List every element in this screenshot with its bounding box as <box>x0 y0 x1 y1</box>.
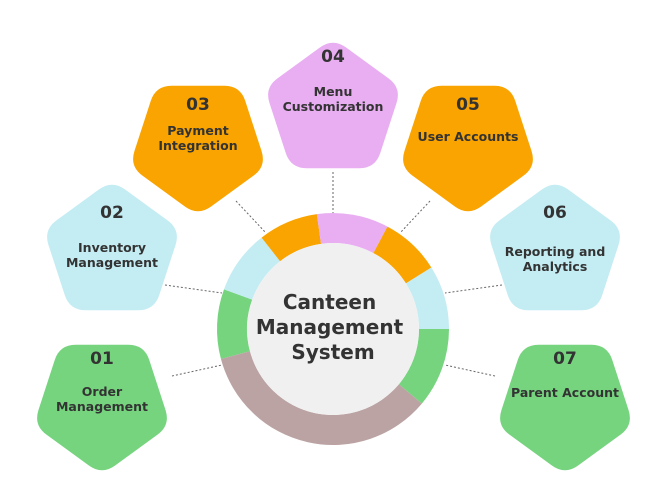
ring-segment <box>373 226 432 284</box>
module-label-line: Management <box>66 255 158 270</box>
ring-segment <box>223 237 281 300</box>
connector-line <box>444 364 496 377</box>
connector-line <box>164 284 223 294</box>
module-label-line: User Accounts <box>418 129 519 144</box>
module-label-line: Menu <box>314 84 353 99</box>
hub-ring <box>217 213 449 445</box>
module-label-line: Reporting and <box>505 244 606 259</box>
module-pentagon <box>500 344 630 471</box>
ring-segment <box>398 329 449 404</box>
hub-title-line: Canteen <box>283 290 376 314</box>
module-pentagon <box>490 184 620 311</box>
ring-segment <box>217 289 253 360</box>
ring-segment <box>316 213 388 254</box>
connector-line <box>235 200 267 234</box>
module-label-line: Inventory <box>78 240 146 255</box>
hub-title: Canteen Management System <box>256 290 410 364</box>
module-pentagon <box>37 344 167 471</box>
module-pentagon <box>268 42 398 169</box>
module-number: 04 <box>321 47 345 67</box>
connector-line <box>399 200 431 234</box>
hub-title-line: System <box>291 340 374 364</box>
module-label-line: Analytics <box>523 259 588 274</box>
module-number: 03 <box>186 95 210 115</box>
module-pentagon <box>47 184 177 311</box>
connector-line <box>171 364 223 377</box>
module-label-line: Management <box>56 399 148 414</box>
module-number: 06 <box>543 203 567 223</box>
ring-segment <box>261 214 322 262</box>
module-label-line: Parent Account <box>511 385 619 400</box>
hub: Canteen Management System <box>247 243 419 415</box>
module-number: 05 <box>456 95 480 115</box>
connectors <box>164 172 503 377</box>
module-label-line: Integration <box>158 138 237 153</box>
module-label-line: Payment <box>167 123 228 138</box>
hub-circle <box>247 243 419 415</box>
module-label-line: Order <box>82 384 123 399</box>
module-label-line: Customization <box>283 99 384 114</box>
module-pentagon <box>403 85 533 212</box>
ring-segment <box>405 267 449 329</box>
connector-line <box>444 284 503 294</box>
module-pentagon <box>133 85 263 212</box>
ring-segment <box>220 351 422 445</box>
module-number: 02 <box>100 203 124 223</box>
module-label: Parent Account <box>511 385 619 400</box>
module-label: User Accounts <box>418 129 519 144</box>
module-number: 07 <box>553 349 577 369</box>
hub-title-line: Management <box>256 315 404 339</box>
module-number: 01 <box>90 349 114 369</box>
